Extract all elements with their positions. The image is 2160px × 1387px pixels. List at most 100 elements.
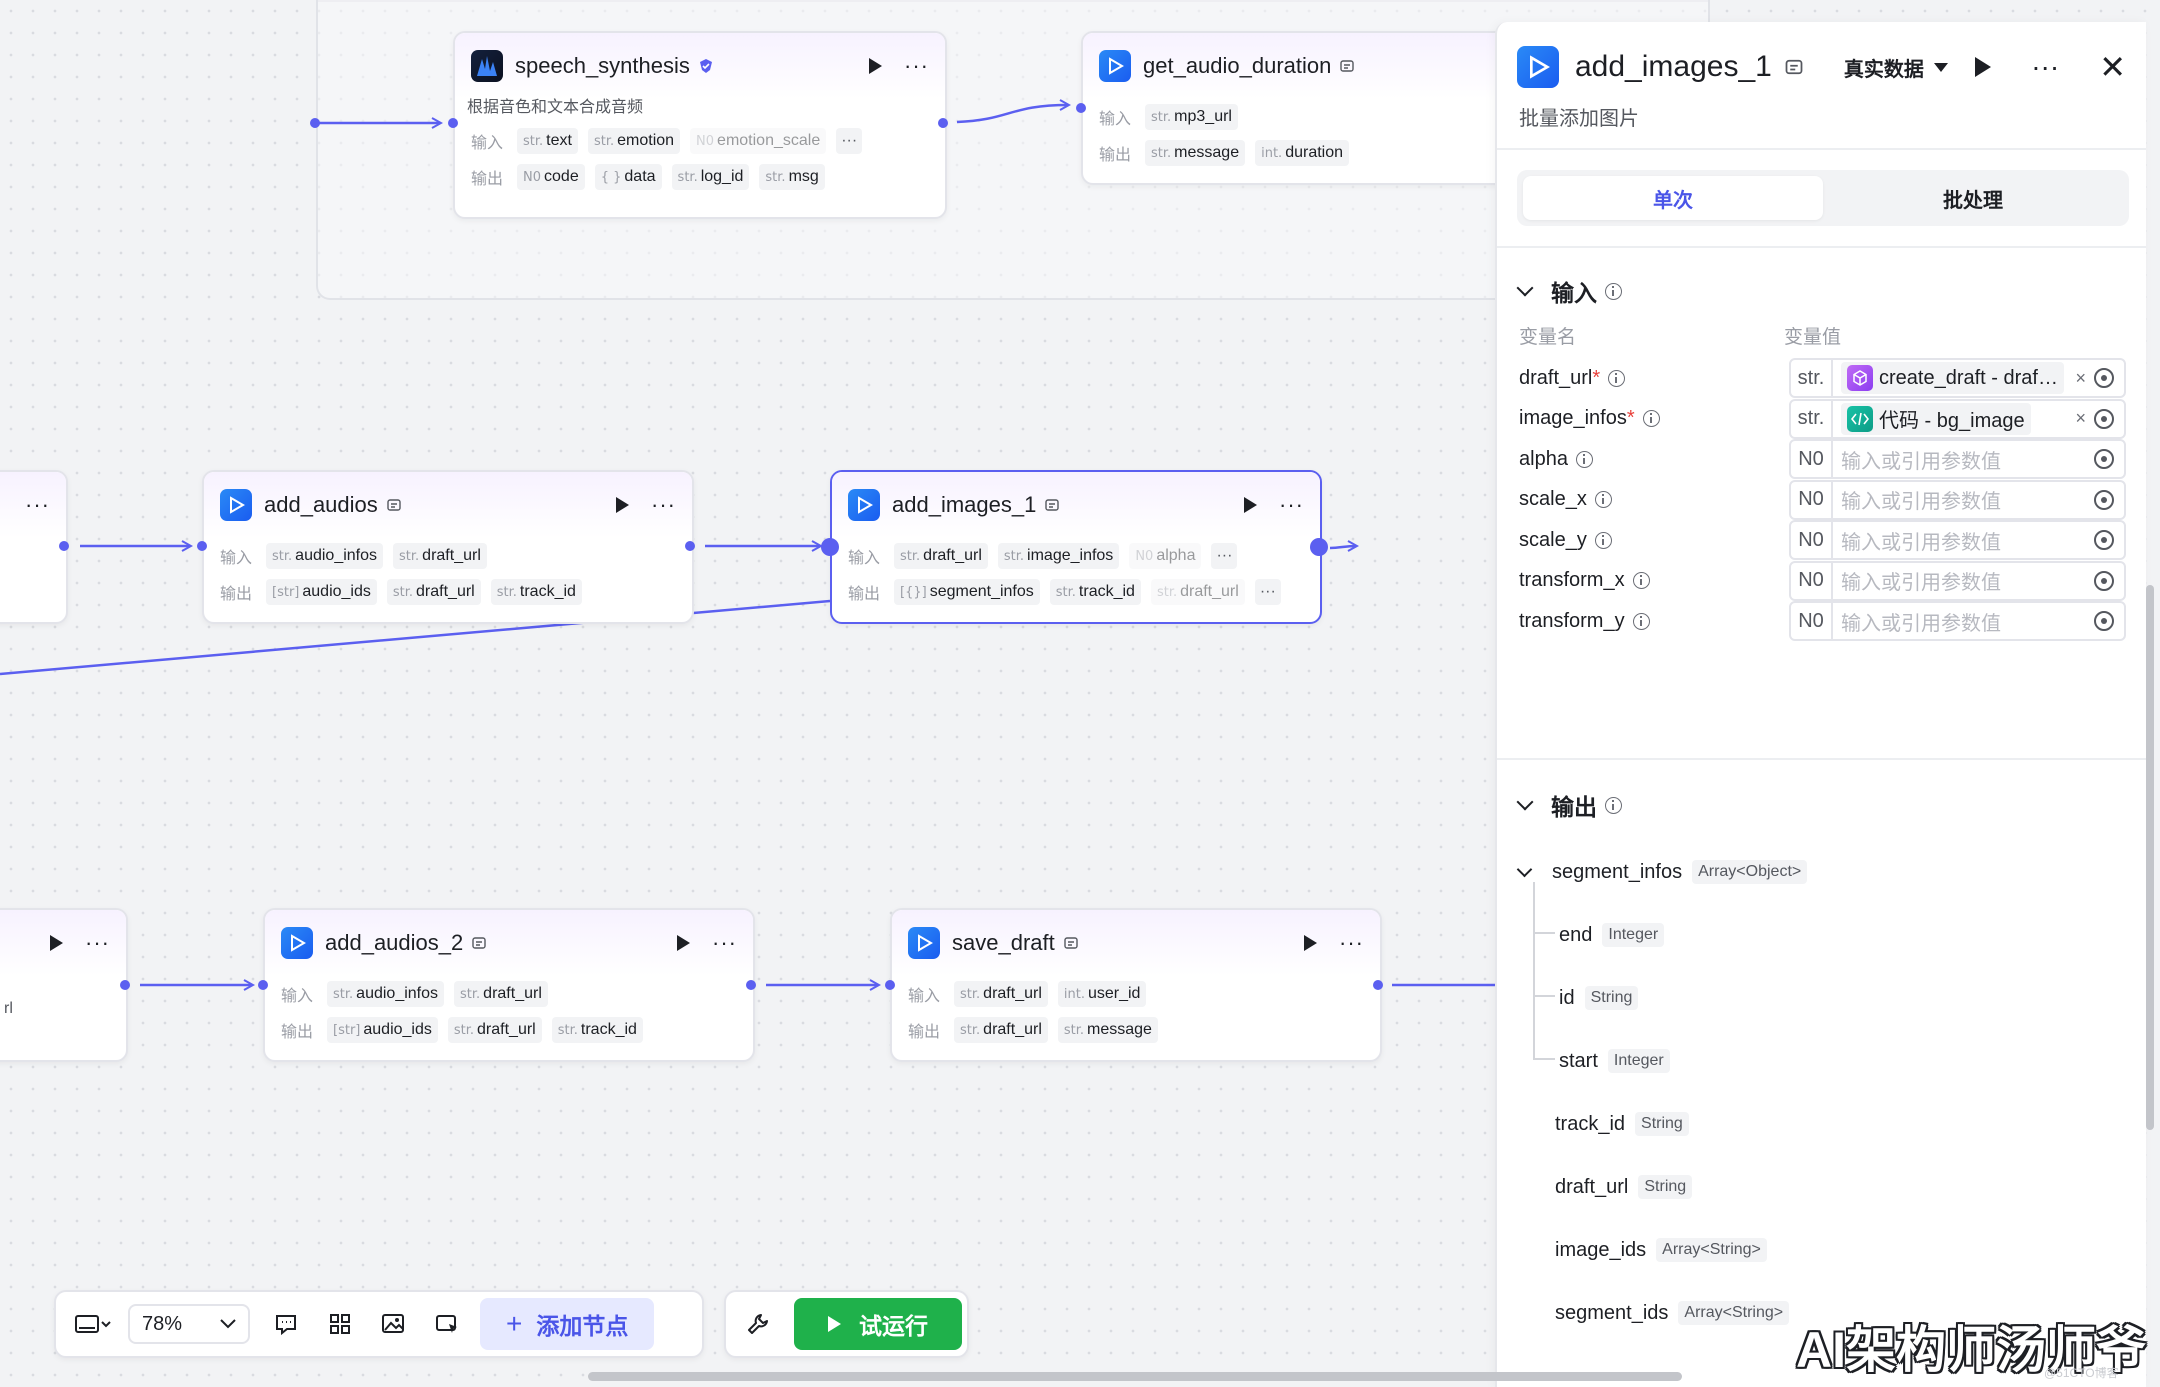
port-out[interactable]	[746, 980, 756, 990]
info-icon	[1594, 531, 1612, 549]
param-placeholder[interactable]: 输入或引用参数值	[1841, 531, 2001, 554]
reference-picker-icon[interactable]	[2094, 449, 2114, 469]
tab-batch[interactable]: 批处理	[1943, 189, 2003, 212]
run-node-icon[interactable]	[616, 497, 630, 513]
port-in[interactable]	[1076, 103, 1086, 113]
param-placeholder[interactable]: 输入或引用参数值	[1841, 612, 2001, 635]
param-value-field[interactable]: str.create_draft - draf… ×	[1789, 358, 2126, 398]
run-node-icon[interactable]	[1244, 497, 1258, 513]
port-out[interactable]	[310, 118, 320, 128]
comment-button[interactable]	[264, 1302, 308, 1346]
more-icon[interactable]: ···	[1339, 930, 1364, 955]
more-icon[interactable]: ···	[1279, 492, 1304, 517]
port-out[interactable]	[1373, 980, 1383, 990]
run-node-icon[interactable]	[869, 58, 883, 74]
param-value-field[interactable]: N0 输入或引用参数值	[1789, 439, 2126, 479]
param-value-field[interactable]: N0 输入或引用参数值	[1789, 520, 2126, 560]
more-params-button[interactable]: ···	[836, 128, 863, 154]
more-icon[interactable]: ···	[904, 53, 929, 78]
tab-single[interactable]: 单次	[1523, 176, 1823, 220]
chevron-down-icon[interactable]	[1516, 279, 1534, 297]
more-icon[interactable]: ···	[651, 492, 676, 517]
param-chip: str.message	[1145, 140, 1246, 166]
reference-picker-icon[interactable]	[2094, 408, 2114, 429]
clear-icon[interactable]: ×	[2075, 408, 2086, 428]
param-placeholder[interactable]: 输入或引用参数值	[1841, 491, 2001, 513]
more-icon[interactable]: ···	[25, 492, 50, 517]
more-icon[interactable]: ···	[2031, 51, 2060, 82]
chevron-down-icon[interactable]	[1516, 861, 1533, 877]
port-in[interactable]	[197, 541, 207, 551]
param-value-field[interactable]: N0 输入或引用参数值	[1789, 601, 2126, 641]
type-selector[interactable]: N0	[1791, 441, 1833, 477]
type-selector[interactable]: str.	[1791, 400, 1833, 437]
interaction-mode-button[interactable]	[426, 1302, 470, 1346]
port-out[interactable]	[59, 541, 69, 551]
param-chip: [str]audio_ids	[266, 579, 377, 605]
type-selector[interactable]: str.	[1791, 360, 1833, 396]
type-selector[interactable]: N0	[1791, 481, 1833, 518]
auto-layout-button[interactable]	[318, 1302, 362, 1346]
input-section-header[interactable]: 输入	[1516, 274, 1622, 308]
image-icon	[382, 1314, 404, 1333]
param-chip: str.log_id	[671, 164, 750, 190]
test-run-button[interactable]: 试运行	[794, 1298, 962, 1350]
chevron-down-icon[interactable]	[1516, 793, 1534, 811]
run-node-button[interactable]	[1975, 57, 1992, 77]
port-in[interactable]	[258, 980, 268, 990]
param-value-field[interactable]: N0 输入或引用参数值	[1789, 479, 2126, 520]
canvas-horizontal-scrollbar[interactable]	[588, 1372, 1682, 1381]
param-value-field[interactable]: N0 输入或引用参数值	[1789, 560, 2126, 601]
type-selector[interactable]: N0	[1791, 562, 1833, 599]
type-selector[interactable]: N0	[1791, 522, 1833, 558]
partial-node-left-mid[interactable]: ···	[0, 470, 68, 624]
port-out[interactable]	[120, 980, 130, 990]
debug-settings-button[interactable]	[736, 1302, 780, 1346]
panel-scrollbar[interactable]	[2146, 585, 2154, 1130]
variable-reference[interactable]: 代码 - bg_image	[1841, 402, 2031, 435]
data-mode-dropdown[interactable]: 真实数据	[1843, 58, 1924, 81]
more-icon[interactable]: ···	[712, 930, 737, 955]
run-node-icon[interactable]	[677, 935, 691, 951]
variable-reference[interactable]: create_draft - draf…	[1841, 362, 2064, 394]
reference-picker-icon[interactable]	[2094, 570, 2114, 591]
run-node-icon[interactable]	[50, 935, 64, 951]
reference-picker-icon[interactable]	[2094, 530, 2114, 550]
reference-picker-icon[interactable]	[2094, 489, 2114, 510]
port-in[interactable]	[821, 538, 839, 556]
more-params-button[interactable]: ···	[1254, 579, 1281, 605]
port-in[interactable]	[448, 118, 458, 128]
port-out[interactable]	[1310, 538, 1328, 556]
minimap-button[interactable]	[372, 1302, 416, 1346]
add-node-button[interactable]: + 添加节点	[480, 1298, 655, 1350]
param-placeholder[interactable]: 输入或引用参数值	[1841, 572, 2001, 594]
info-icon	[1642, 410, 1660, 427]
zoom-select[interactable]: 78%	[128, 1304, 250, 1344]
reference-picker-icon[interactable]	[2094, 368, 2114, 388]
more-icon[interactable]: ···	[85, 930, 110, 955]
param-value-field[interactable]: str.代码 - bg_image ×	[1789, 398, 2126, 439]
clear-icon[interactable]: ×	[2075, 367, 2086, 388]
more-params-button[interactable]: ···	[1211, 543, 1238, 569]
port-in[interactable]	[885, 980, 895, 990]
layout-toggle-button[interactable]	[64, 1302, 120, 1346]
info-icon	[1594, 491, 1612, 508]
partial-node-left-bottom[interactable]: ··· rl	[0, 908, 128, 1062]
reference-picker-icon[interactable]	[2094, 611, 2114, 631]
param-placeholder[interactable]: 输入或引用参数值	[1841, 450, 2001, 473]
close-icon[interactable]: ✕	[2099, 49, 2126, 85]
port-out[interactable]	[938, 118, 948, 128]
type-selector[interactable]: N0	[1791, 603, 1833, 639]
chevron-down-icon[interactable]	[1933, 62, 1948, 72]
port-out[interactable]	[685, 541, 695, 551]
run-node-icon[interactable]	[1304, 935, 1318, 951]
output-section-header[interactable]: 输出	[1516, 788, 1622, 822]
